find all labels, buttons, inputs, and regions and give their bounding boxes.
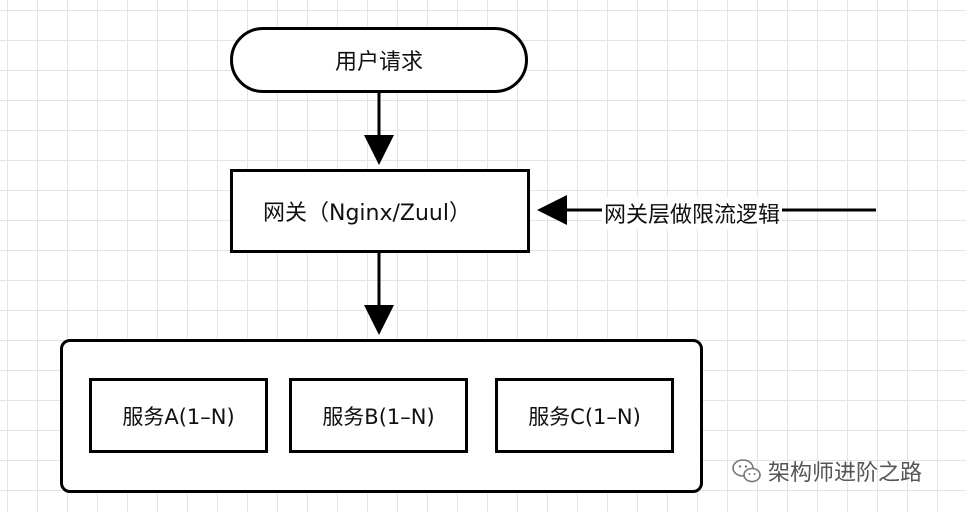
service-c-label: 服务C(1–N) <box>528 404 641 429</box>
gateway-label: 网关（Nginx/Zuul） <box>263 201 471 226</box>
service-a-label: 服务A(1–N) <box>122 404 235 429</box>
service-c-node: 服务C(1–N) <box>495 378 674 453</box>
gateway-node: 网关（Nginx/Zuul） <box>230 169 530 253</box>
rate-limit-annotation: 网关层做限流逻辑 <box>602 197 783 229</box>
watermark: 架构师进阶之路 <box>732 455 922 487</box>
service-b-label: 服务B(1–N) <box>322 404 435 429</box>
wechat-icon <box>732 459 761 483</box>
service-a-node: 服务A(1–N) <box>89 378 268 453</box>
user-request-label: 用户请求 <box>334 50 423 75</box>
user-request-node: 用户请求 <box>230 27 528 93</box>
watermark-text: 架构师进阶之路 <box>768 461 923 486</box>
service-b-node: 服务B(1–N) <box>289 378 468 453</box>
